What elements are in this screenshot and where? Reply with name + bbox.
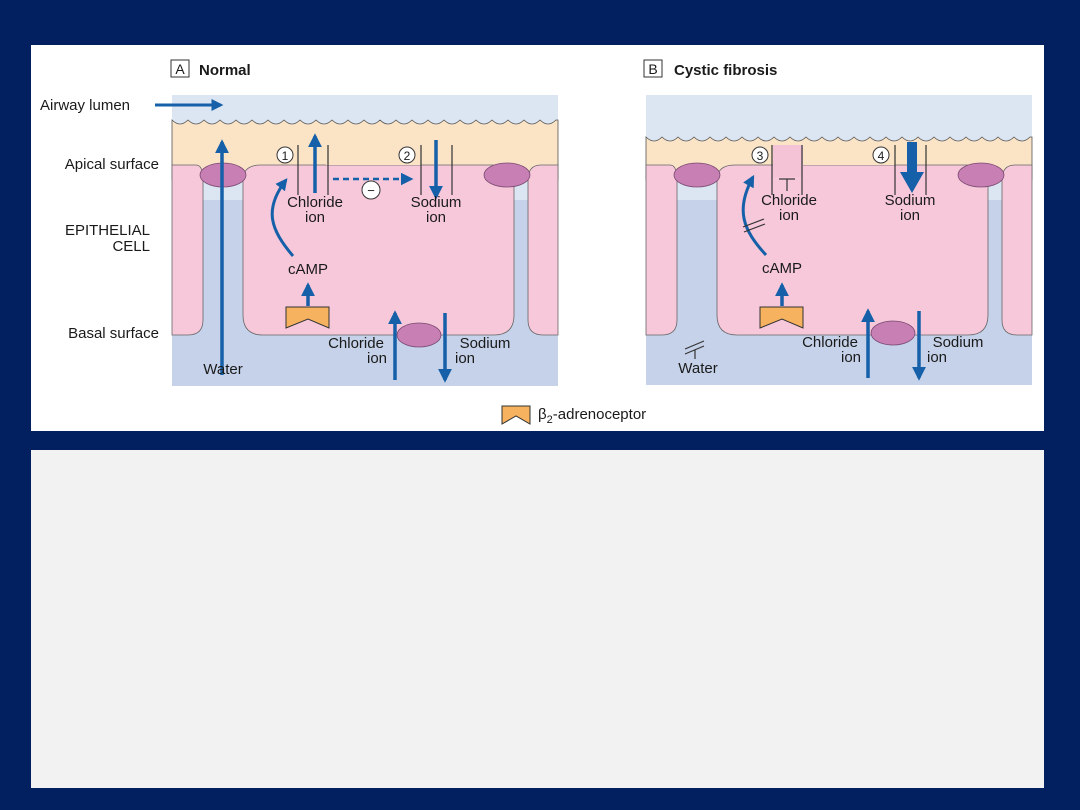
cell-left-edge-b bbox=[645, 164, 678, 336]
step-marker-3 bbox=[751, 146, 769, 164]
water-blocked-icon bbox=[684, 340, 705, 350]
cell-left-edge-a bbox=[171, 164, 204, 336]
legend-receptor-icon bbox=[501, 405, 531, 425]
increased-sodium-influx-arrow bbox=[900, 142, 924, 193]
basal-chloride-label: Chloride bbox=[328, 335, 384, 352]
step-marker-2-label: 2 bbox=[404, 149, 411, 163]
basal-sodium-ion-label-b: ion bbox=[927, 349, 947, 366]
chloride-ion-label-b: ion bbox=[779, 207, 799, 224]
basal-sodium-label-b: Sodium bbox=[933, 334, 984, 351]
figure-panel: 1 2 − Chloride ion Sodium ion cAMP Chlor… bbox=[31, 45, 1044, 431]
water-label-b: Water bbox=[678, 360, 717, 377]
basal-chloride-ion-label: ion bbox=[367, 350, 387, 367]
channel-gap-b bbox=[800, 143, 895, 165]
beta2-adrenoceptor-icon bbox=[759, 306, 804, 329]
basal-channel-icon bbox=[870, 320, 916, 346]
chloride-ion-label: ion bbox=[305, 209, 325, 226]
legend-label: β2-adrenoceptor bbox=[538, 406, 646, 426]
sodium-ion-label-b: ion bbox=[900, 207, 920, 224]
epithelial-label-line1: EPITHELIAL bbox=[65, 222, 150, 239]
inhibition-sign-icon bbox=[361, 180, 381, 200]
step-marker-3-label: 3 bbox=[757, 149, 764, 163]
channel-gap-a bbox=[326, 143, 421, 165]
sodium-ion-label: ion bbox=[426, 209, 446, 226]
panel-b-letter-box bbox=[643, 59, 663, 78]
notes-panel bbox=[31, 450, 1044, 788]
basal-sodium-ion-label: ion bbox=[455, 350, 475, 367]
step-marker-1-label: 1 bbox=[282, 149, 289, 163]
cell-right-edge-b bbox=[1001, 164, 1033, 336]
diagram-svg: 1 2 − Chloride ion Sodium ion cAMP Chlor… bbox=[40, 59, 1033, 426]
camp-label-b: cAMP bbox=[762, 260, 802, 277]
panel-a-title: Normal bbox=[199, 62, 251, 79]
tight-junction-icon bbox=[483, 162, 531, 188]
blocked-chloride-channel-icon bbox=[773, 145, 803, 177]
chloride-label: Chloride bbox=[287, 194, 343, 211]
tight-junction-icon bbox=[957, 162, 1005, 188]
step-marker-4 bbox=[872, 146, 890, 164]
step-marker-4-label: 4 bbox=[878, 149, 885, 163]
panel-b-title: Cystic fibrosis bbox=[674, 62, 777, 79]
sodium-label: Sodium bbox=[411, 194, 462, 211]
panel-a-letter-box bbox=[170, 59, 190, 78]
panel-b-letter: B bbox=[648, 61, 657, 77]
cell-right-edge-a bbox=[527, 164, 559, 336]
legend: β2-adrenoceptor bbox=[501, 405, 646, 426]
region-labels: Airway lumen Apical surface EPITHELIAL C… bbox=[40, 97, 224, 342]
camp-activation-arrow bbox=[270, 178, 295, 257]
beta2-adrenoceptor-icon bbox=[285, 306, 330, 329]
camp-label: cAMP bbox=[288, 261, 328, 278]
inhibition-sign-label: − bbox=[367, 183, 375, 198]
basal-surface-label: Basal surface bbox=[68, 325, 159, 342]
tight-junction-icon bbox=[673, 162, 721, 188]
epithelial-cell-b bbox=[716, 164, 989, 336]
step-marker-1 bbox=[276, 146, 294, 164]
basal-sodium-label: Sodium bbox=[460, 335, 511, 352]
panel-a-letter: A bbox=[175, 61, 185, 77]
basal-chloride-label-b: Chloride bbox=[802, 334, 858, 351]
step-marker-2 bbox=[398, 146, 416, 164]
airway-lumen-label: Airway lumen bbox=[40, 97, 130, 114]
epithelial-label-line2: CELL bbox=[112, 238, 150, 255]
panel-a: 1 2 − Chloride ion Sodium ion cAMP Chlor… bbox=[170, 59, 559, 386]
pathway-break-icon bbox=[742, 218, 765, 228]
camp-activation-arrow-b bbox=[741, 174, 768, 257]
basal-channel-icon bbox=[396, 322, 442, 348]
water-label: Water bbox=[203, 361, 242, 378]
basal-chloride-ion-label-b: ion bbox=[841, 349, 861, 366]
apical-surface-label: Apical surface bbox=[65, 156, 159, 173]
sodium-label-b: Sodium bbox=[885, 192, 936, 209]
panel-b: 3 4 Chloride ion Sodium ion cAMP Chlorid… bbox=[643, 59, 1033, 385]
chloride-label-b: Chloride bbox=[761, 192, 817, 209]
